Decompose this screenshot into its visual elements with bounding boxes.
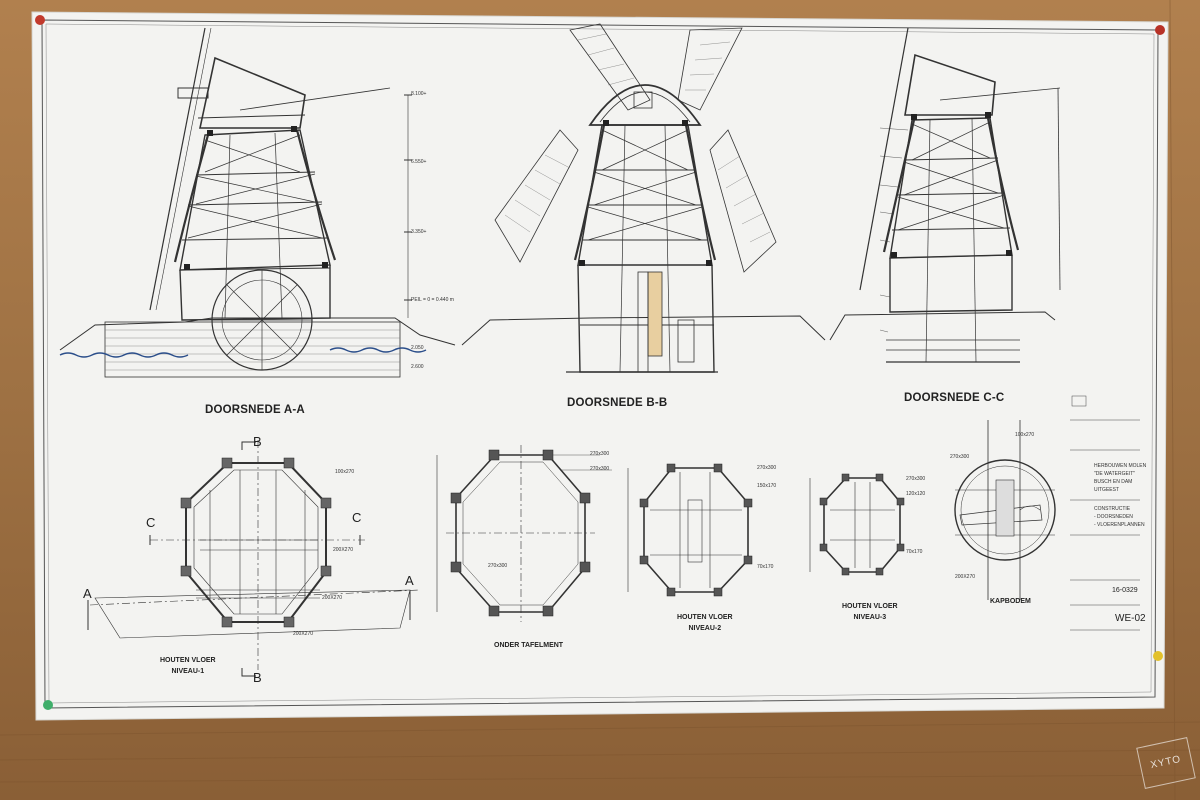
timber-annotation: 270x300 (757, 465, 777, 471)
timber-annotation: 100x270 (335, 469, 355, 475)
timber-annotation: 270x300 (488, 563, 508, 569)
marker-a-left: A (83, 586, 92, 601)
section-title-c: DOORSNEDE C-C (904, 392, 1005, 404)
paper (31, 11, 1169, 721)
plan-kapbodem-drawing (954, 420, 1056, 600)
pin-icon (35, 15, 45, 25)
marker-c-left: C (146, 515, 156, 530)
frame-border (41, 19, 1159, 709)
section-title-b: DOORSNEDE B-B (567, 397, 668, 409)
marker-c-right: C (352, 510, 362, 525)
title-block-project: HERBOUWEN MOLEN "DE WATERGEIT" BUSCH EN … (1094, 463, 1147, 493)
timber-annotation: 270x300 (590, 466, 610, 472)
section-b-drawing (461, 23, 826, 373)
timber-annotation: 70x170 (906, 549, 923, 555)
level-label: 2.050 (411, 345, 424, 351)
timber-annotation: 200X270 (333, 547, 354, 553)
plan-onder-tafelment-drawing (436, 445, 612, 622)
caption-kapbodem: KAPBODEM (990, 598, 1031, 605)
timber-annotation: 120x120 (906, 491, 926, 497)
title-block (1070, 395, 1140, 631)
timber-annotation: 270x300 (590, 451, 610, 457)
pin-icon (1153, 651, 1163, 661)
timber-annotation: 200X270 (955, 574, 976, 580)
level-label: 2.600 (411, 364, 424, 370)
timber-annotation: 200X270 (293, 631, 314, 637)
marker-b-top: B (253, 434, 262, 449)
plan-niveau-1-drawing (87, 440, 421, 677)
level-label: 3.350+ (411, 229, 427, 235)
level-label: 6.550+ (411, 159, 427, 165)
sheet-number: WE-02 (1115, 613, 1146, 624)
timber-annotation: 270x300 (906, 476, 926, 482)
section-a-drawing (59, 27, 456, 378)
timber-annotation: 100x270 (1015, 432, 1035, 438)
level-label: 8.100+ (411, 91, 427, 97)
plan-niveau-2-drawing (627, 463, 753, 597)
drawing-number: 16-0329 (1112, 587, 1138, 594)
timber-annotation: 70x170 (757, 564, 774, 570)
timber-annotation: 150x170 (757, 483, 777, 489)
pin-icon (1155, 25, 1165, 35)
plan-niveau-3-drawing (809, 473, 905, 576)
section-title-a: DOORSNEDE A-A (205, 404, 305, 416)
caption-onder-tafelment: ONDER TAFELMENT (494, 642, 564, 649)
title-block-subject: CONSTRUCTIE - DOORSNEDEN - VLOERENPLANNE… (1094, 506, 1145, 528)
marker-b-bottom: B (253, 670, 262, 685)
peil-label: PEIL = 0 = 0.440 m (411, 297, 454, 303)
marker-a-right: A (405, 573, 414, 588)
timber-annotation: 270x300 (950, 454, 970, 460)
timber-annotation: 200X270 (322, 595, 343, 601)
pin-icon (43, 700, 53, 710)
section-c-drawing (829, 27, 1061, 363)
